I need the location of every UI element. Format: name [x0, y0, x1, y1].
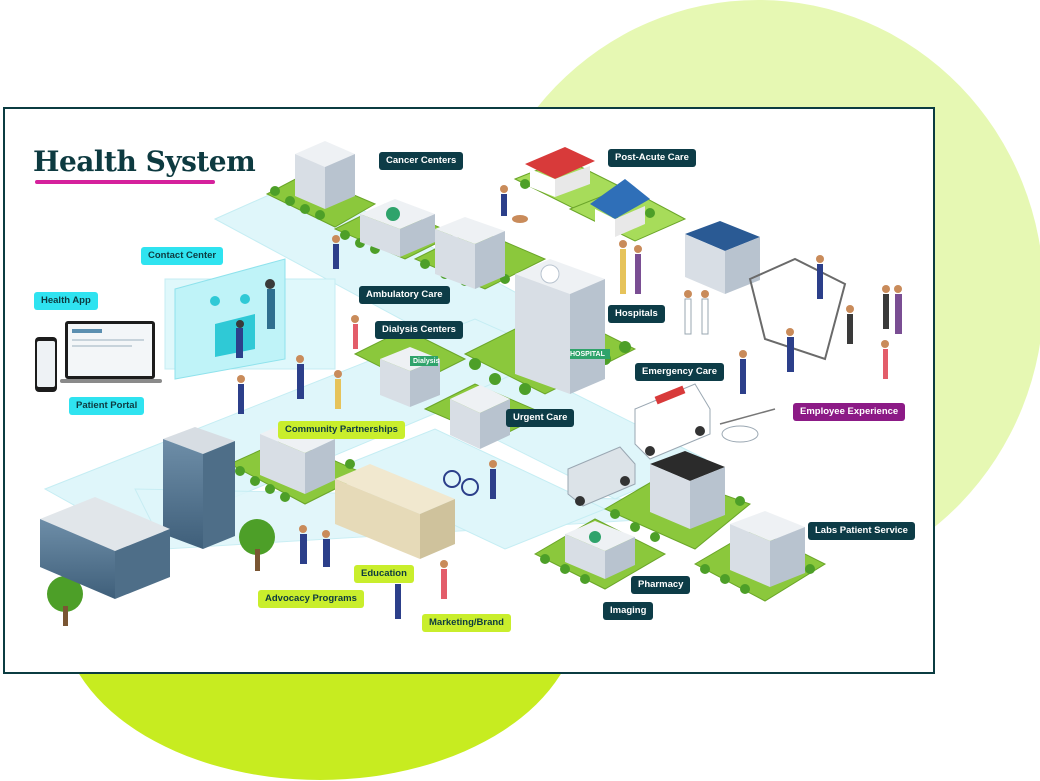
- page-title: Health System: [33, 145, 256, 178]
- health-app-devices: [35, 321, 162, 392]
- label-education: Education: [354, 565, 414, 583]
- label-advocacy-programs: Advocacy Programs: [258, 590, 364, 608]
- label-imaging: Imaging: [603, 602, 654, 620]
- tree-trunk: [63, 606, 68, 626]
- city-scene: [35, 141, 902, 626]
- buildings: [40, 141, 847, 599]
- trees: [47, 179, 815, 612]
- label-marketing-brand: Marketing/Brand: [422, 614, 511, 632]
- label-health-app: Health App: [34, 292, 98, 310]
- title-underline: [35, 180, 215, 184]
- contact-center-room: [174, 258, 286, 380]
- label-dialysis-centers: Dialysis Centers: [375, 321, 463, 339]
- hospital-sign: HOSPITAL: [570, 351, 605, 358]
- label-hospitals: Hospitals: [608, 305, 665, 323]
- vehicles: [443, 383, 776, 507]
- tree-trunk: [255, 549, 260, 571]
- label-urgent-care: Urgent Care: [506, 409, 575, 427]
- label-community-partnerships: Community Partnerships: [278, 421, 405, 439]
- label-ambulatory-care: Ambulatory Care: [359, 286, 450, 304]
- label-contact-center: Contact Center: [141, 247, 224, 265]
- label-patient-portal: Patient Portal: [69, 397, 145, 415]
- dialysis-sign: Dialysis: [413, 358, 440, 365]
- people: [237, 185, 902, 619]
- label-emergency-care: Emergency Care: [635, 363, 724, 381]
- label-employee-experience: Employee Experience: [793, 403, 906, 421]
- label-cancer-centers: Cancer Centers: [379, 152, 464, 170]
- health-system-diagram: HOSPITAL Dialysis AMBULANCE Health Syste…: [3, 107, 935, 674]
- label-labs-patient-service: Labs Patient Service: [808, 522, 915, 540]
- label-post-acute-care: Post-Acute Care: [608, 149, 696, 167]
- label-pharmacy: Pharmacy: [631, 576, 691, 594]
